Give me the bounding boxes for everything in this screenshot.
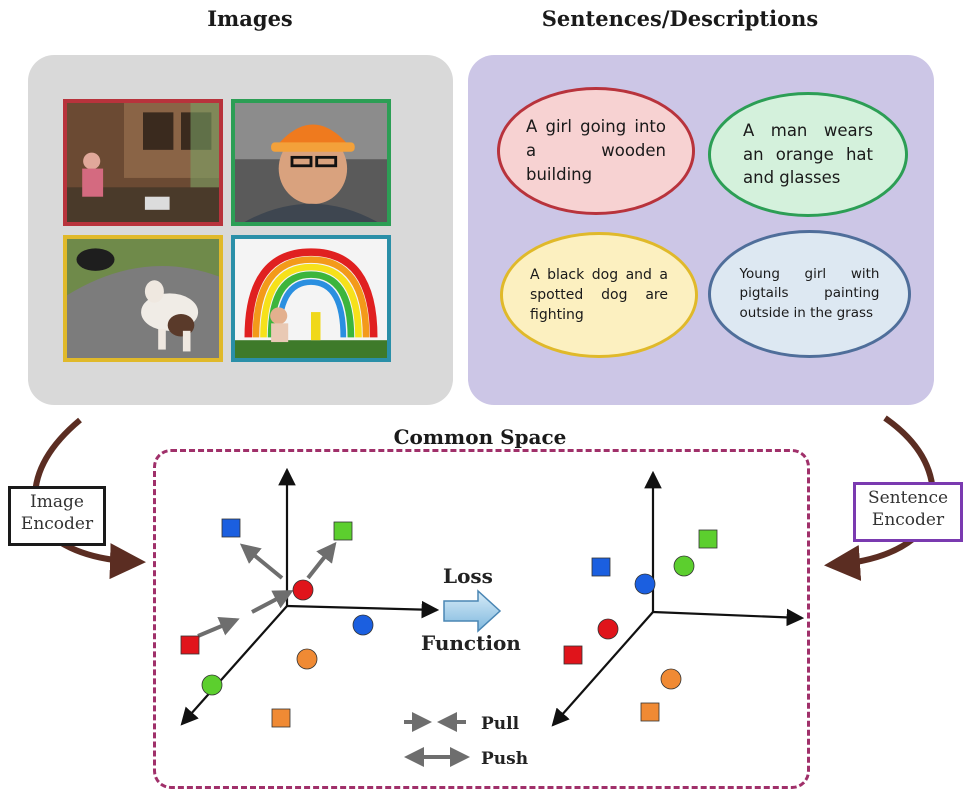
images-header: Images xyxy=(207,6,293,31)
image-encoder-box: Image Encoder xyxy=(8,486,106,546)
sentences-header: Sentences/Descriptions xyxy=(541,6,819,31)
sentence-text-dogs: A black dog and a spotted dog are fighti… xyxy=(530,266,668,324)
photo-man-orange-hat xyxy=(231,99,391,226)
sentence-bubble-young-girl: Young girl with pigtails painting outsid… xyxy=(708,230,911,358)
photo-girl-wooden-building xyxy=(63,99,223,226)
photo-dogs-fighting xyxy=(63,235,223,362)
common-space-box xyxy=(153,449,810,789)
sentence-bubble-girl: A girl going into a wooden building xyxy=(497,87,695,215)
sentence-text-young-girl: Young girl with pigtails painting outsid… xyxy=(739,265,880,321)
sentence-text-girl: A girl going into a wooden building xyxy=(526,117,666,184)
common-space-title: Common Space xyxy=(393,425,567,449)
sentence-bubble-dogs: A black dog and a spotted dog are fighti… xyxy=(500,232,698,358)
sentence-encoder-box: Sentence Encoder xyxy=(853,482,963,542)
photo-girl-painting-rainbow xyxy=(231,235,391,362)
sentence-text-man: A man wears an orange hat and glasses xyxy=(743,120,873,188)
sentence-bubble-man: A man wears an orange hat and glasses xyxy=(708,92,908,217)
